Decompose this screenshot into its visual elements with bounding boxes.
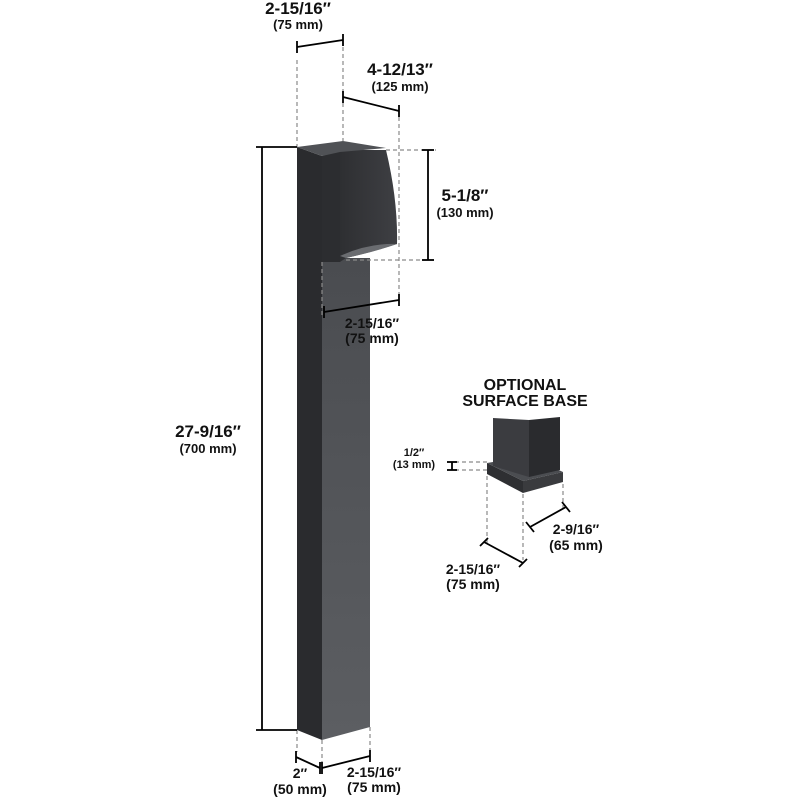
plate-width-metric: (75 mm): [446, 576, 500, 592]
post-top-width-metric: (75 mm): [273, 17, 323, 32]
surface-base-title-line1: OPTIONAL: [483, 377, 567, 394]
plate-depth-imperial: 2-9/16″: [552, 521, 600, 537]
surface-base-dimension-lines: [447, 461, 571, 568]
dim-plate-depth: [525, 501, 571, 533]
surface-base-illustration: [487, 417, 563, 493]
dim-head-depth: [342, 91, 400, 117]
dimension-lines: [256, 34, 434, 774]
dim-base-depth: [295, 751, 321, 774]
base-width-metric: (75 mm): [347, 779, 401, 795]
head-depth-metric: (125 mm): [371, 79, 429, 94]
base-depth-metric: (50 mm): [273, 781, 327, 797]
dim-head-bottom-width: [323, 294, 400, 318]
dim-base-width: [321, 750, 371, 774]
overall-height-metric: (700 mm): [179, 441, 237, 456]
dim-plate-width: [479, 537, 528, 568]
plate-thickness-metric: (13 mm): [392, 459, 436, 471]
dim-head-height: [422, 149, 434, 261]
head-top: [297, 141, 386, 156]
head-depth-imperial: 4-12/13″: [367, 60, 433, 79]
plate-width-imperial: 2-15/16″: [445, 561, 501, 577]
post-front-face: [322, 258, 370, 740]
base-post-front: [493, 418, 529, 477]
bollard-post: [297, 141, 398, 740]
head-height-metric: (130 mm): [436, 205, 494, 220]
base-plate-front: [487, 463, 523, 493]
head-side: [322, 150, 340, 262]
base-plate-side: [523, 472, 563, 493]
dim-plate-thickness: [447, 461, 457, 471]
surface-base-title-line2: SURFACE BASE: [462, 393, 588, 410]
base-width-imperial: 2-15/16″: [346, 764, 402, 780]
head-height-imperial: 5-1/8″: [441, 186, 489, 205]
plate-thickness-imperial: 1/2″: [403, 447, 425, 459]
dim-overall-height: [256, 146, 297, 731]
head-bottom-width-imperial: 2-15/16″: [344, 315, 400, 331]
base-post-side: [529, 417, 560, 477]
lamp-head: [340, 150, 398, 262]
lamp-lens: [340, 243, 397, 258]
post-top-width-imperial: 2-15/16″: [265, 0, 331, 18]
extension-lines: [296, 40, 436, 770]
overall-height-imperial: 27-9/16″: [175, 422, 241, 441]
base-depth-imperial: 2″: [292, 765, 308, 781]
post-side-face: [297, 147, 322, 740]
dim-post-top-width: [296, 34, 344, 53]
head-bottom-width-metric: (75 mm): [345, 330, 399, 346]
surface-base-extension-lines: [455, 461, 564, 560]
plate-depth-metric: (65 mm): [549, 537, 603, 553]
